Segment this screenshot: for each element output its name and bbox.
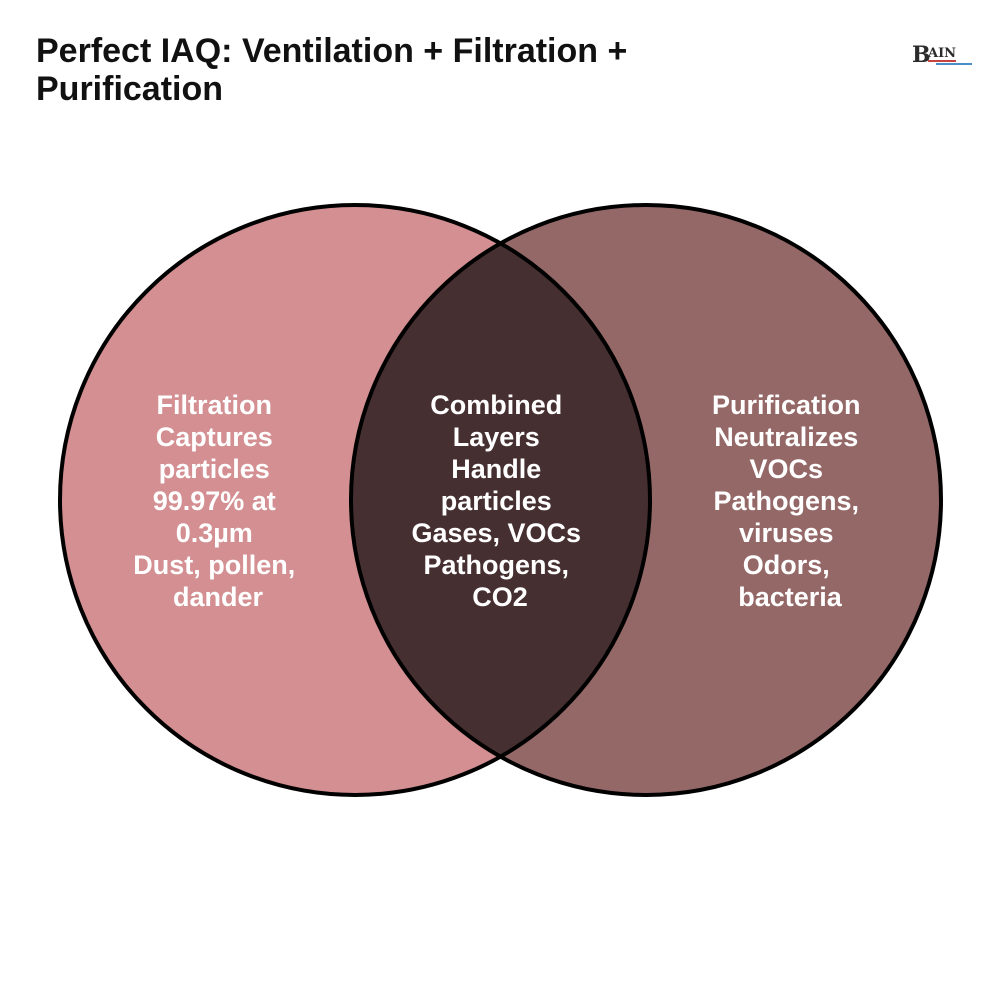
filtration-label: Filtration Captures particles 99.97% at … — [133, 390, 303, 612]
purification-label: Purification Neutralizes VOCs Pathogens,… — [712, 390, 868, 612]
bain-logo: B AIN — [912, 42, 972, 68]
overlap-label: Combined Layers Handle particles Gases, … — [411, 390, 588, 612]
svg-text:B: B — [912, 42, 931, 68]
overlap-region — [351, 205, 650, 795]
purification-circle-outline — [349, 203, 943, 797]
svg-text:AIN: AIN — [927, 46, 956, 61]
filtration-circle-outline — [58, 203, 652, 797]
page-title: Perfect IAQ: Ventilation + Filtration + … — [36, 32, 628, 108]
